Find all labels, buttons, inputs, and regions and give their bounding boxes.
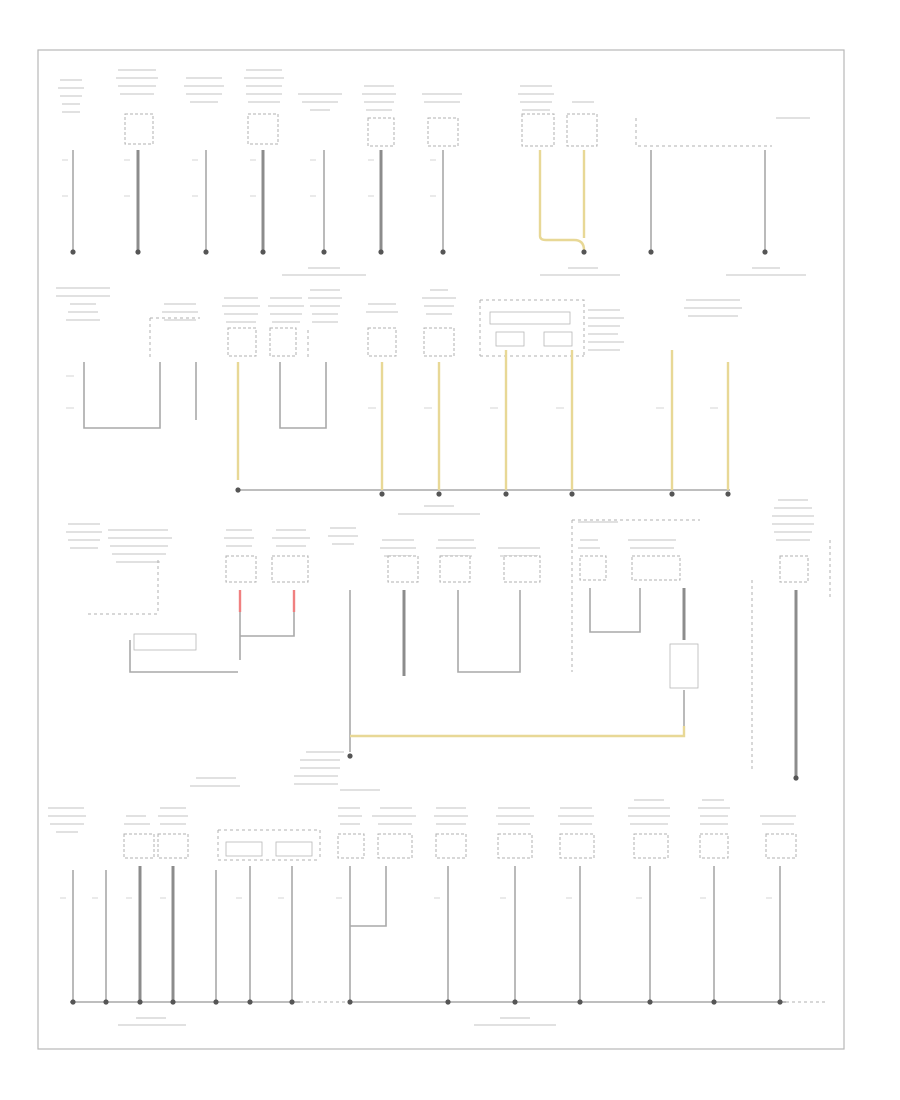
- component-box: [337, 833, 365, 859]
- component-box: [269, 327, 297, 357]
- component-box: [157, 833, 189, 859]
- component-box: [765, 833, 797, 859]
- connector-pin: [495, 331, 525, 347]
- component-box: [497, 833, 533, 859]
- component-box: [123, 833, 155, 859]
- ground-labels-row4: [118, 1017, 556, 1026]
- row1-labels: [58, 69, 810, 119]
- component-box: [779, 555, 809, 583]
- ground-wire-yellow: [538, 150, 586, 251]
- ground-labels-row2: [398, 505, 480, 515]
- component-box: [566, 113, 598, 147]
- sub-component: [133, 633, 197, 651]
- ground-points-row2: [235, 487, 731, 497]
- connector-pin: [225, 841, 263, 857]
- component-box: [271, 555, 309, 583]
- ground-wire: [239, 612, 295, 660]
- component-box: [367, 327, 397, 357]
- component-box: [367, 117, 395, 147]
- row4-labels: [48, 777, 796, 833]
- component-box: [435, 833, 467, 859]
- ground-points-row3: [347, 753, 799, 781]
- component-box: [387, 555, 419, 583]
- component-box: [699, 833, 729, 859]
- component-box: [559, 833, 595, 859]
- component-box: [633, 833, 669, 859]
- component-box: [227, 327, 257, 357]
- row2-labels: [56, 287, 742, 351]
- ground-wire-yellow: [350, 726, 686, 738]
- component-box: [503, 555, 541, 583]
- ground-wire: [129, 640, 238, 673]
- component-box: [247, 113, 279, 145]
- connector-pin: [543, 331, 573, 347]
- component-box: [377, 833, 413, 859]
- row1-components: [58, 69, 810, 276]
- component-box: [427, 117, 459, 147]
- ground-loop: [83, 362, 161, 429]
- component-box: [124, 113, 154, 145]
- connector-dashed: [635, 118, 772, 147]
- connector-box-dashed: [479, 299, 585, 357]
- ground-loop: [279, 362, 327, 429]
- connector-dashed: [571, 519, 700, 672]
- component-box: [579, 555, 607, 581]
- connector-pin: [275, 841, 313, 857]
- component-box: [631, 555, 681, 581]
- diagram-frame: [37, 49, 845, 1050]
- component-box: [521, 113, 555, 147]
- row2-components: [56, 287, 742, 515]
- component-box: [225, 555, 257, 583]
- component-box: [423, 327, 455, 357]
- ground-labels-row1: [282, 267, 806, 276]
- component-box: [439, 555, 471, 583]
- wire-code-marks: [60, 159, 772, 899]
- row4-components: [48, 777, 828, 1026]
- connector-box-dashed: [217, 829, 321, 861]
- row3-labels: [66, 499, 814, 563]
- splice-box: [669, 643, 699, 689]
- ground-points-row4: [70, 999, 783, 1005]
- splice-pack: [489, 311, 571, 325]
- ground-loop: [589, 588, 641, 633]
- connector-dashed: [88, 560, 159, 615]
- ground-loop: [457, 590, 521, 673]
- ground-points-row1: [70, 249, 768, 255]
- ground-labels-row3: [294, 751, 344, 785]
- ground-wire: [349, 866, 387, 1000]
- row3-components: [66, 499, 831, 785]
